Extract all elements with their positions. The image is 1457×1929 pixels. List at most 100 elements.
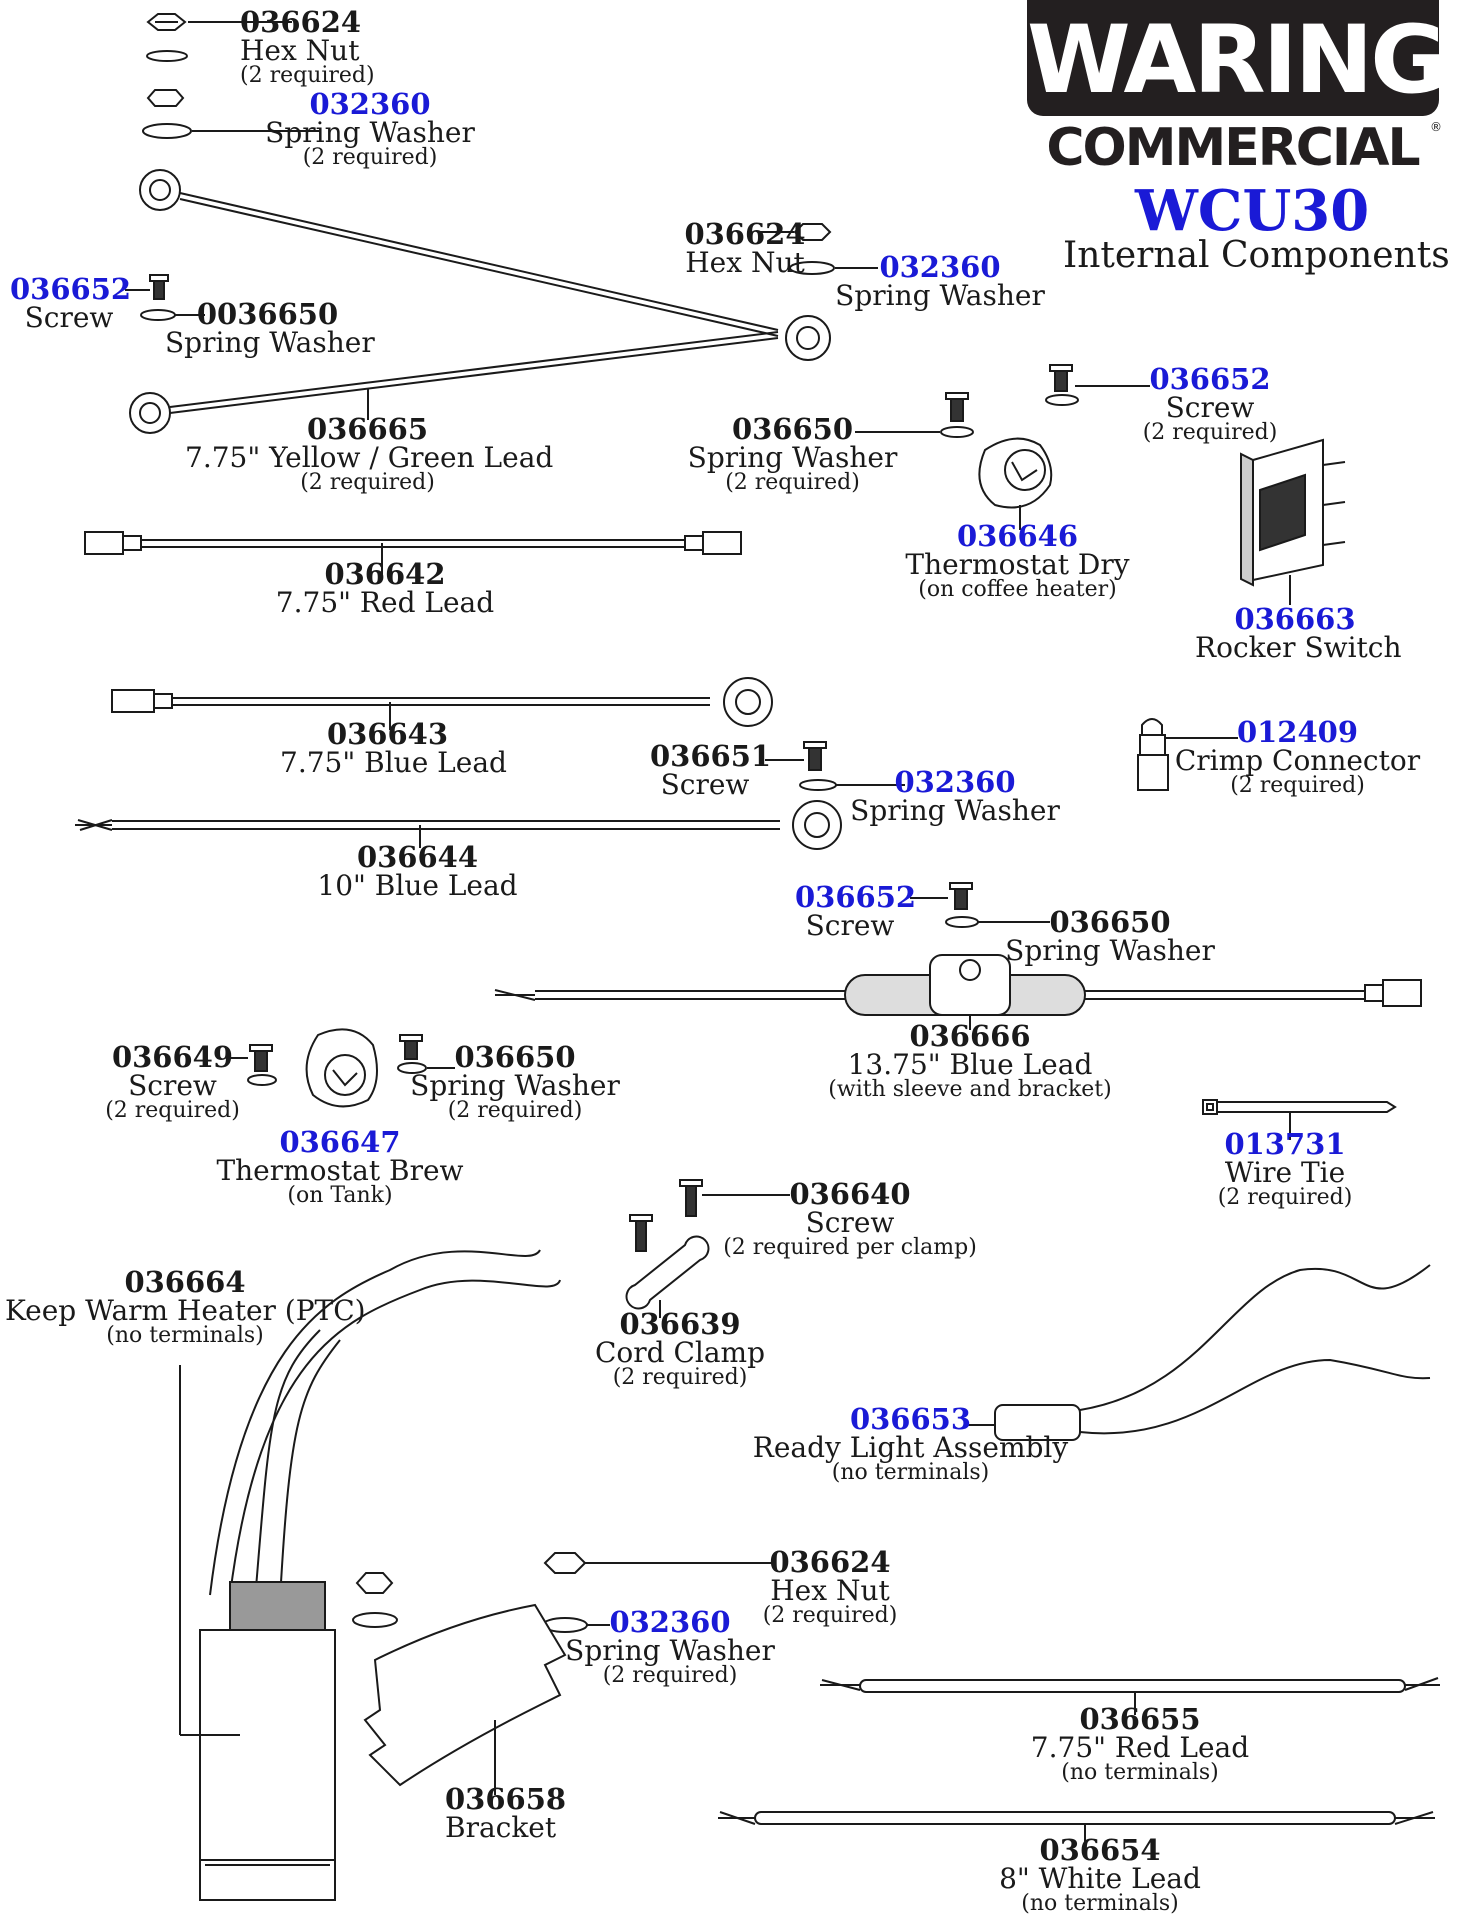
part-number: 036650	[1049, 905, 1171, 939]
part-note: (2 required)	[240, 63, 375, 88]
part-note: (2 required)	[302, 145, 438, 170]
part-name: Screw	[1165, 391, 1255, 424]
part-name: 8" White Lead	[999, 1862, 1201, 1895]
part-number: 032360	[609, 1605, 731, 1639]
part-name: Screw	[24, 301, 114, 334]
part-name: Screw	[660, 768, 750, 801]
part-number: 036646	[956, 519, 1079, 553]
part-note: (on Tank)	[287, 1183, 393, 1208]
part-name: Cord Clamp	[594, 1336, 766, 1369]
part-number: 036654	[1039, 1833, 1161, 1867]
part-name: Spring Washer	[265, 116, 475, 149]
hex-nut-icon	[146, 13, 187, 31]
part-number: 036643	[326, 717, 449, 751]
part-name: 7.75" Red Lead	[275, 586, 495, 619]
part-number: 036650	[454, 1040, 576, 1074]
part-number: 032360	[879, 250, 1001, 284]
part-name: Bracket	[445, 1811, 557, 1844]
part-name: Rocker Switch	[1195, 631, 1402, 664]
part-name: 10" Blue Lead	[317, 869, 518, 902]
part-number: 032360	[309, 87, 431, 121]
part-number: 036624	[684, 217, 806, 251]
part-note: (2 required)	[1142, 420, 1278, 445]
part-name: Spring Washer	[687, 441, 898, 474]
part-name: 7.75" Blue Lead	[280, 746, 507, 779]
logo-waring-text: WARING	[1027, 6, 1447, 115]
part-number: 036650	[731, 412, 854, 446]
part-name: Spring Washer	[1005, 934, 1215, 967]
part-note: (with sleeve and bracket)	[828, 1077, 1112, 1102]
part-note: (2 required)	[1217, 1185, 1353, 1210]
part-note: (2 required)	[612, 1365, 748, 1390]
part-name: Wire Tie	[1224, 1156, 1346, 1189]
part-name: Spring Washer	[410, 1069, 620, 1102]
logo-commercial-text: COMMERCIAL	[1046, 118, 1420, 178]
part-number: 036640	[789, 1177, 911, 1211]
part-number: 036624	[769, 1545, 891, 1579]
part-number: 036639	[619, 1307, 741, 1341]
washer-icon	[146, 50, 188, 62]
ring-terminal-icon	[129, 392, 171, 434]
registered-mark: ®	[1430, 120, 1442, 134]
part-name: 7.75" Yellow / Green Lead	[185, 441, 554, 474]
part-note: (2 required per clamp)	[723, 1235, 977, 1260]
part-note: (2 required)	[725, 470, 860, 495]
part-note: (no terminals)	[831, 1460, 990, 1485]
part-note: (no terminals)	[106, 1323, 264, 1348]
part-name: Spring Washer	[165, 326, 375, 359]
part-number: 036652	[795, 880, 917, 914]
part-name: 7.75" Red Lead	[1030, 1731, 1250, 1764]
part-number: 036665	[306, 412, 429, 446]
part-name: Screw	[128, 1069, 217, 1102]
part-name: Crimp Connector	[1174, 744, 1421, 777]
ring-terminal-icon	[139, 169, 181, 211]
part-number: 036624	[240, 5, 362, 39]
part-number: 036651	[650, 739, 772, 773]
screw-icon	[149, 274, 169, 300]
part-number: 036652	[1149, 362, 1271, 396]
hex-nut-icon	[146, 89, 185, 107]
part-number: 0036650	[196, 297, 339, 331]
part-name: Thermostat Dry	[905, 548, 1130, 581]
part-note: (no terminals)	[1061, 1760, 1219, 1785]
part-name: Keep Warm Heater (PTC)	[5, 1294, 366, 1327]
model-title: WCU30	[1135, 178, 1370, 244]
part-name: Spring Washer	[835, 279, 1045, 312]
part-number: 036644	[356, 840, 479, 874]
page-subtitle: Internal Components	[1063, 235, 1450, 276]
washer-icon	[142, 123, 192, 139]
part-note: (2 required)	[602, 1663, 738, 1688]
part-number: 036655	[1079, 1702, 1201, 1736]
part-name: Spring Washer	[565, 1634, 775, 1667]
part-name: 13.75" Blue Lead	[847, 1048, 1093, 1081]
part-number: 036647	[279, 1125, 401, 1159]
part-number: 036642	[324, 557, 446, 591]
part-number: 012409	[1236, 715, 1359, 749]
part-note: (2 required)	[762, 1603, 898, 1628]
part-number: 036652	[10, 272, 132, 306]
part-note: (no terminals)	[1021, 1891, 1179, 1916]
